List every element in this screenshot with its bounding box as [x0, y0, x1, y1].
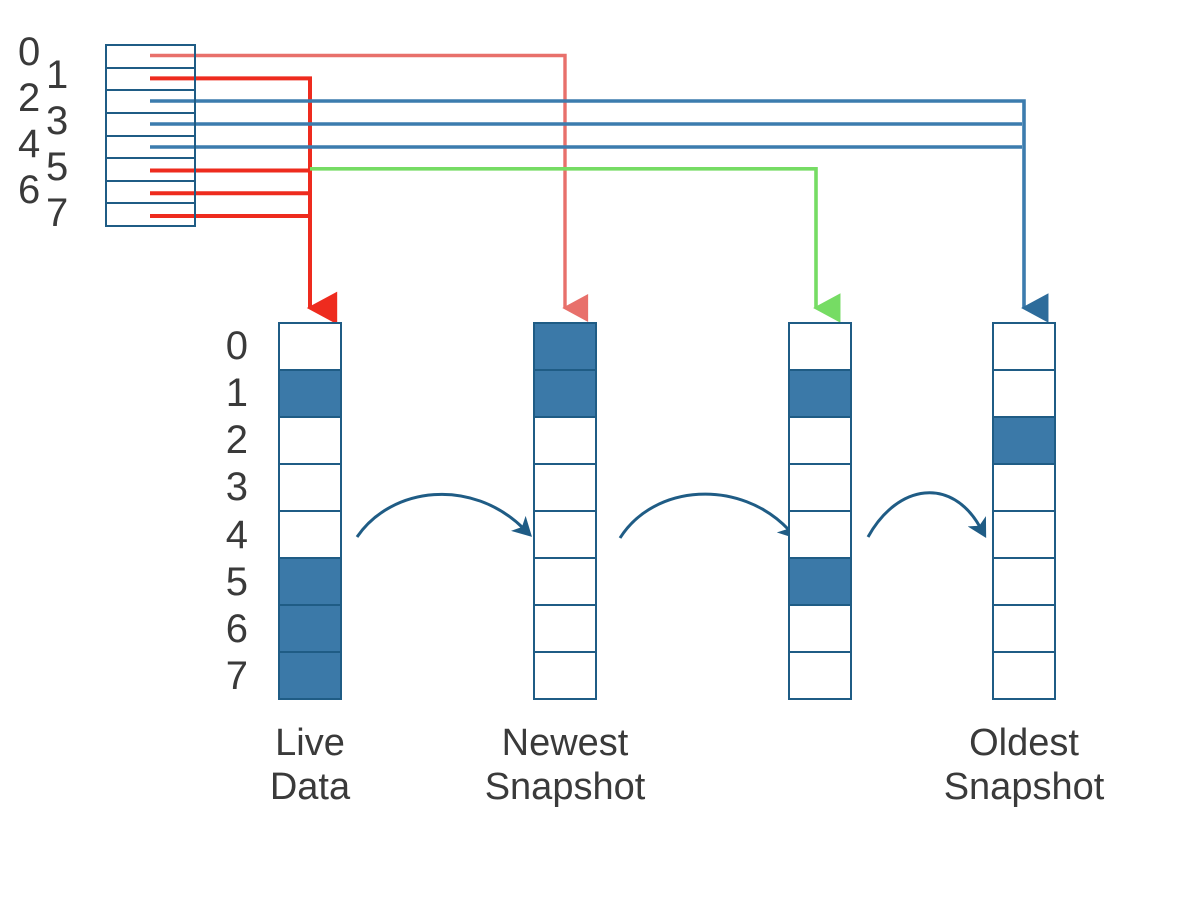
cell-live-data-6 — [280, 606, 340, 653]
caption-line: Live — [275, 722, 345, 764]
source-index-label-1: 1 — [46, 53, 69, 97]
cell-newest-snapshot-2 — [535, 418, 595, 465]
column-newest-snapshot — [533, 322, 597, 700]
source-row — [107, 182, 194, 205]
cell-middle-snapshot-3 — [790, 465, 850, 512]
wire-row-5-to-middle — [310, 167, 841, 323]
flow-arrow-middle-to-oldest — [866, 491, 987, 538]
caption-live-data: Live Data — [195, 722, 425, 809]
cell-oldest-snapshot-7 — [994, 653, 1054, 698]
cell-live-data-4 — [280, 512, 340, 559]
caption-line: Newest — [501, 722, 629, 764]
column-index-label-7: 7 — [225, 654, 248, 699]
caption-line: Oldest — [969, 722, 1079, 764]
cell-oldest-snapshot-5 — [994, 559, 1054, 606]
cell-newest-snapshot-3 — [535, 465, 595, 512]
cell-newest-snapshot-7 — [535, 653, 595, 698]
column-live-data — [278, 322, 342, 700]
cell-live-data-5 — [280, 559, 340, 606]
column-index-label-1: 1 — [225, 370, 248, 415]
cell-oldest-snapshot-0 — [994, 324, 1054, 371]
column-index-label-3: 3 — [225, 465, 248, 510]
cell-middle-snapshot-2 — [790, 418, 850, 465]
cell-middle-snapshot-0 — [790, 324, 850, 371]
cell-oldest-snapshot-2 — [994, 418, 1054, 465]
cell-oldest-snapshot-1 — [994, 371, 1054, 418]
cell-middle-snapshot-1 — [790, 371, 850, 418]
cell-live-data-0 — [280, 324, 340, 371]
cell-middle-snapshot-5 — [790, 559, 850, 606]
column-middle-snapshot — [788, 322, 852, 700]
source-row — [107, 159, 194, 182]
column-oldest-snapshot — [992, 322, 1056, 700]
column-index-labels: 0 1 2 3 4 5 6 7 — [200, 322, 260, 700]
column-index-label-6: 6 — [225, 607, 248, 652]
source-index-label-5: 5 — [46, 145, 69, 189]
source-row — [107, 91, 194, 114]
source-index-label-3: 3 — [46, 99, 69, 143]
cell-live-data-3 — [280, 465, 340, 512]
caption-line: Data — [269, 765, 351, 808]
source-row — [107, 69, 194, 92]
source-index-label-0: 0 — [18, 30, 41, 74]
caption-newest-snapshot: Newest Snapshot — [450, 722, 680, 809]
wire-row-2-to-oldest — [150, 99, 1049, 323]
source-row — [107, 204, 194, 225]
cell-live-data-7 — [280, 653, 340, 698]
cell-live-data-1 — [280, 371, 340, 418]
cell-live-data-2 — [280, 418, 340, 465]
column-index-label-4: 4 — [225, 512, 248, 557]
wire-row-0-to-newest — [150, 53, 589, 322]
cell-middle-snapshot-6 — [790, 606, 850, 653]
cell-newest-snapshot-4 — [535, 512, 595, 559]
column-index-label-5: 5 — [225, 559, 248, 604]
caption-oldest-snapshot: Oldest Snapshot — [909, 722, 1139, 809]
cell-oldest-snapshot-6 — [994, 606, 1054, 653]
column-index-label-2: 2 — [225, 418, 248, 463]
caption-line: Snapshot — [943, 765, 1105, 808]
flow-arrow-live-to-newest — [355, 492, 533, 538]
wire-row-1-to-live — [150, 76, 338, 325]
cell-oldest-snapshot-3 — [994, 465, 1054, 512]
source-row — [107, 137, 194, 160]
flow-arrow-newest-to-middle — [618, 492, 798, 540]
source-index-label-6: 6 — [18, 168, 41, 212]
column-index-label-0: 0 — [225, 323, 248, 368]
source-index-label-4: 4 — [18, 122, 41, 166]
cell-oldest-snapshot-4 — [994, 512, 1054, 559]
cell-newest-snapshot-1 — [535, 371, 595, 418]
source-block-table — [105, 44, 196, 227]
source-row — [107, 114, 194, 137]
caption-line: Snapshot — [484, 765, 646, 808]
cell-newest-snapshot-0 — [535, 324, 595, 371]
source-row — [107, 46, 194, 69]
source-index-label-2: 2 — [18, 76, 41, 120]
source-index-label-7: 7 — [46, 191, 69, 235]
cell-newest-snapshot-6 — [535, 606, 595, 653]
cell-middle-snapshot-7 — [790, 653, 850, 698]
cell-newest-snapshot-5 — [535, 559, 595, 606]
cell-middle-snapshot-4 — [790, 512, 850, 559]
